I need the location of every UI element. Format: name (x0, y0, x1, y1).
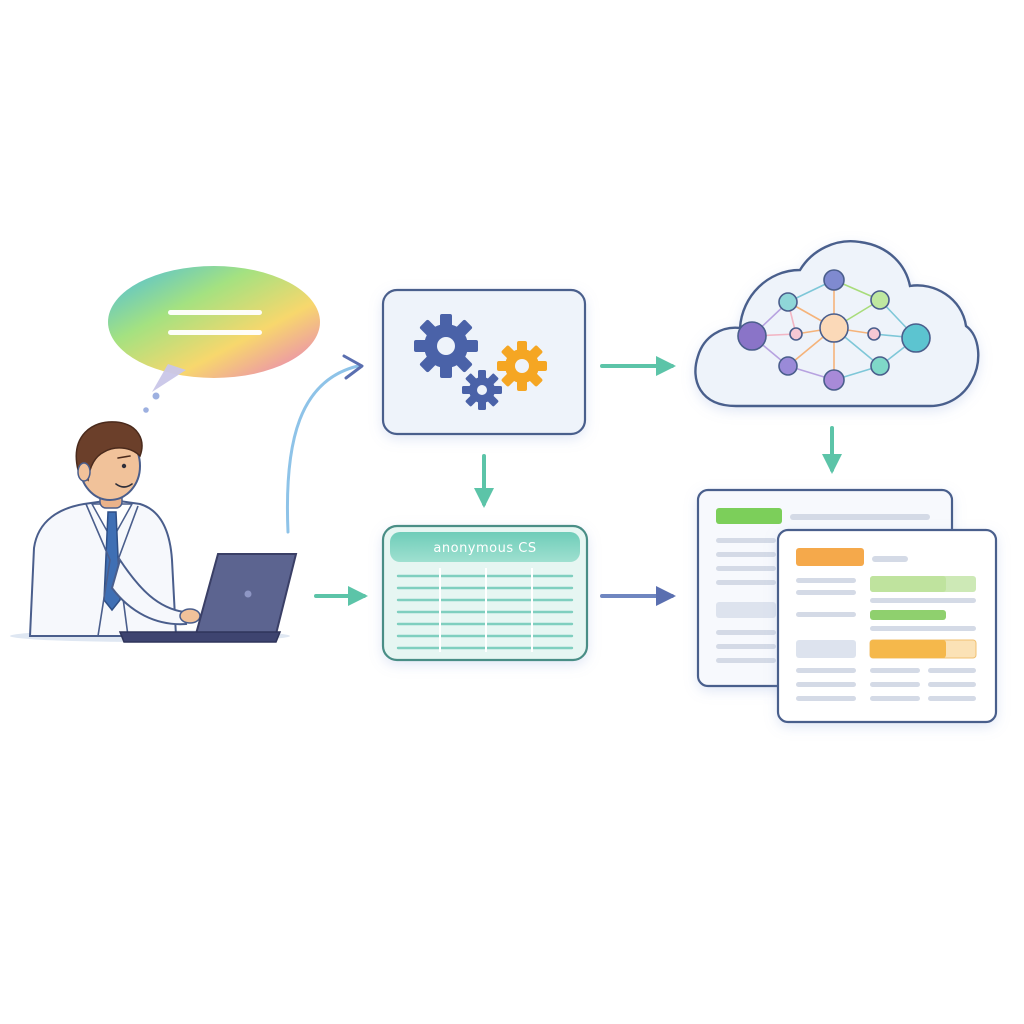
speech-bubble-icon (108, 266, 320, 413)
network-node (819, 313, 849, 343)
network-node (823, 369, 845, 391)
arrow-head-processing (342, 354, 364, 380)
doc-front-lines (796, 556, 977, 701)
smile (115, 483, 133, 488)
speech-bubble-body (108, 266, 320, 378)
hand (179, 608, 201, 624)
gear-small-icon (462, 370, 502, 410)
arm (110, 557, 188, 626)
processing-card-frame (381, 288, 587, 436)
hair (75, 421, 143, 482)
network-nodes (737, 269, 931, 391)
laptop-logo (244, 590, 252, 598)
cloud-network-icon (694, 240, 980, 408)
database-header (390, 532, 580, 562)
scientist-at-laptop (10, 421, 298, 643)
network-node (901, 323, 931, 353)
report-documents-icon (696, 488, 998, 724)
ear (77, 462, 91, 482)
thought-dot-1 (152, 392, 160, 400)
thought-dot-2 (143, 407, 149, 413)
gear-orange-icon (497, 341, 547, 391)
network-node (778, 356, 798, 376)
arrow-laptop-to-processing (285, 364, 360, 534)
gears-icon (414, 314, 547, 410)
network-node (778, 292, 798, 312)
eye (121, 463, 127, 469)
coat-lapel-right (117, 505, 139, 637)
speech-bubble-tail (152, 364, 186, 392)
gear-large-icon (414, 314, 478, 378)
eyebrow (117, 455, 131, 459)
database-label: anonymous CS (433, 541, 536, 556)
network-node (867, 327, 881, 341)
processing-card (381, 288, 587, 436)
doc-front-orange-tag (796, 548, 864, 566)
speech-bubble-line-1 (168, 310, 262, 315)
network-node (789, 327, 803, 341)
network-node (870, 356, 890, 376)
database-columns (439, 568, 533, 652)
doc-back-green-tag (716, 508, 782, 524)
network-node (737, 321, 767, 351)
laptop-base (118, 631, 282, 643)
doc-back-lines (716, 514, 930, 663)
network-node (870, 290, 890, 310)
network-node (823, 269, 845, 291)
coat-lapel-left (85, 503, 111, 637)
speech-bubble-line-2 (168, 330, 262, 335)
